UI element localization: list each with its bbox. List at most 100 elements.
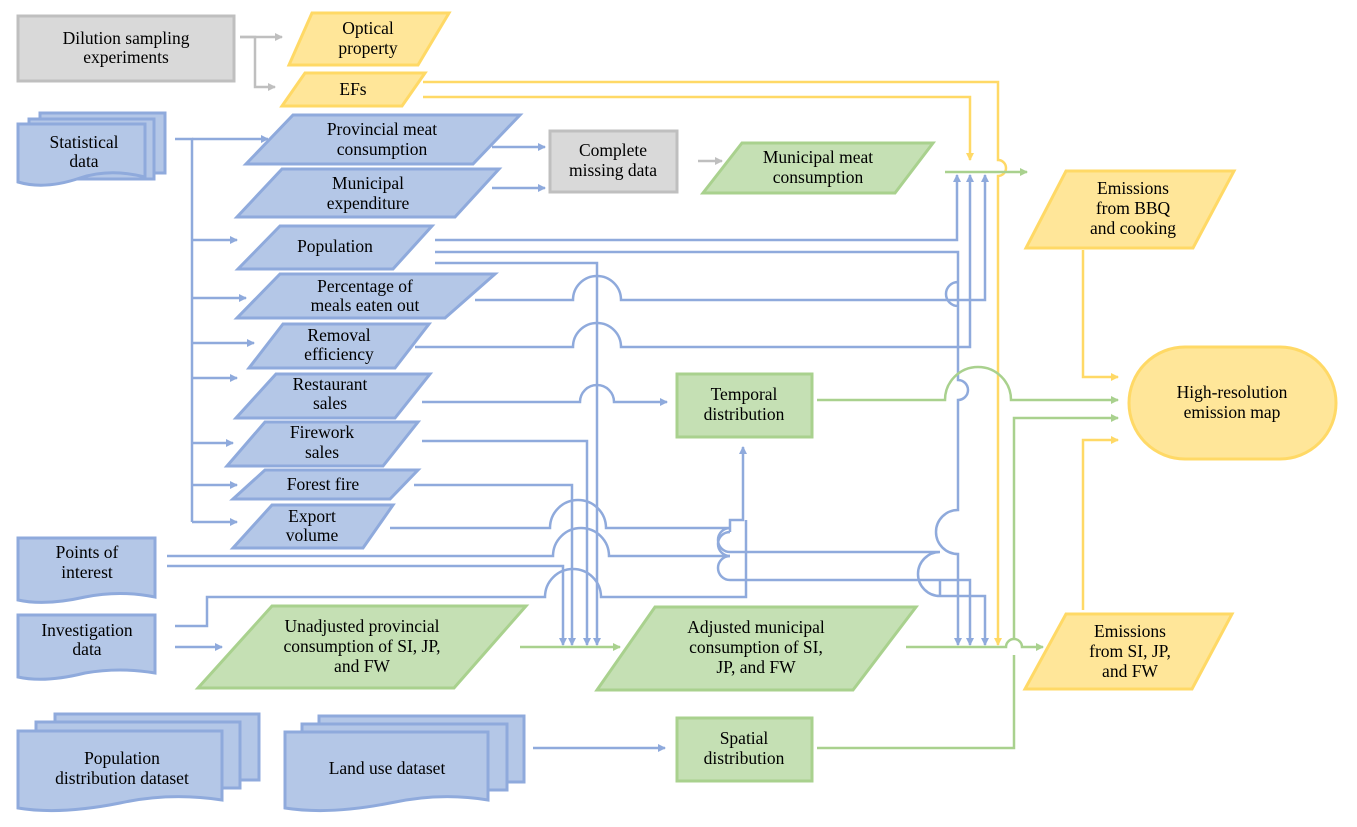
node-spatial-line1: Spatial <box>720 728 769 748</box>
node-complete-line1: Complete <box>579 140 647 160</box>
node-pct-meals: Percentage of meals eaten out <box>233 272 499 320</box>
node-restaurant: Restaurant sales <box>232 372 434 420</box>
connector-pop-adjusted <box>435 250 970 645</box>
node-popdist-line1: Population <box>84 748 160 768</box>
node-adj-line2: consumption of SI, <box>689 637 823 657</box>
node-dilution-line1: Dilution sampling <box>63 28 190 48</box>
node-firework-line1: Firework <box>290 422 354 442</box>
node-unadj: Unadjusted provincial consumption of SI,… <box>194 604 530 690</box>
node-temporal: Temporal distribution <box>675 372 814 439</box>
node-muni-exp-line2: expenditure <box>327 193 410 213</box>
node-optical-line2: property <box>338 38 398 58</box>
node-pct-line1: Percentage of <box>317 276 413 296</box>
node-optical-line1: Optical <box>342 18 394 38</box>
node-spatial-line2: distribution <box>704 748 785 768</box>
node-popdist-line2: distribution dataset <box>55 768 189 788</box>
node-invest-line1: Investigation <box>41 620 133 640</box>
node-map-line2: emission map <box>1184 402 1281 422</box>
node-removal-line1: Removal <box>307 325 370 345</box>
node-complete-missing: Complete missing data <box>548 129 679 194</box>
connector-efs-adjusted <box>423 80 1008 646</box>
connector-invest-temporal <box>175 520 748 628</box>
node-pop-dist: Population distribution dataset <box>16 712 261 813</box>
node-prov-meat-line1: Provincial meat <box>327 119 437 139</box>
node-muni-meat-line1: Municipal meat <box>763 147 873 167</box>
connector-restaurant-temporal <box>422 383 668 406</box>
connector-spatial-map <box>817 418 1118 750</box>
connector-poi-temporal <box>728 446 747 532</box>
node-complete-line2: missing data <box>569 160 657 180</box>
node-muni-exp-line1: Municipal <box>332 173 404 193</box>
connector-si-map <box>1081 436 1119 610</box>
node-forest-fire: Forest fire <box>229 468 422 501</box>
node-unadj-line3: and FW <box>334 656 390 676</box>
node-prov-meat: Provincial meat consumption <box>242 113 524 166</box>
node-pct-line2: meals eaten out <box>311 295 420 315</box>
node-population: Population <box>234 224 436 271</box>
node-investigation: Investigation data <box>16 613 157 681</box>
node-export-line2: volume <box>286 525 339 545</box>
node-optical: Optical property <box>286 11 452 67</box>
node-si-line1: Emissions <box>1094 621 1166 641</box>
node-temporal-line1: Temporal <box>711 384 778 404</box>
node-hires-map: High-resolution emission map <box>1127 345 1338 461</box>
connector-efs-municipal <box>423 95 974 161</box>
node-removal-line2: efficiency <box>304 344 374 364</box>
connectors <box>167 33 1119 752</box>
node-poi: Points of interest <box>16 536 157 604</box>
connector-poi-1 <box>167 526 731 558</box>
node-bbq-line1: Emissions <box>1097 178 1169 198</box>
node-removal: Removal efficiency <box>245 322 433 370</box>
node-emis-si: Emissions from SI, JP, and FW <box>1022 612 1235 691</box>
node-muni-exp: Municipal expenditure <box>233 167 503 219</box>
node-si-line2: from SI, JP, <box>1089 641 1171 661</box>
node-adj-line1: Adjusted municipal <box>687 617 825 637</box>
node-bbq-line2: from BBQ <box>1096 198 1171 218</box>
connector-pop-unadj <box>435 261 601 646</box>
connector-dilution-efs <box>240 35 276 91</box>
node-spatial: Spatial distribution <box>675 716 814 783</box>
node-muni-meat-line2: consumption <box>773 167 864 187</box>
node-efs: EFs <box>279 71 428 108</box>
node-restaurant-line2: sales <box>313 393 347 413</box>
node-export-line1: Export <box>288 506 336 526</box>
node-adj-line3: JP, and FW <box>716 657 796 677</box>
node-prov-meat-line2: consumption <box>337 139 428 159</box>
node-forest-line1: Forest fire <box>287 474 360 494</box>
connector-adj-emis-si <box>906 637 1044 651</box>
node-si-line3: and FW <box>1102 661 1158 681</box>
node-emis-bbq: Emissions from BBQ and cooking <box>1023 169 1237 250</box>
connector-forest-unadj <box>414 483 576 646</box>
connector-pop-muni-meat <box>435 174 961 242</box>
node-land-use: Land use dataset <box>283 714 526 813</box>
connector-statistical-trunk <box>175 137 194 522</box>
node-export: Export volume <box>229 503 396 550</box>
connector-bbq-map <box>1081 250 1119 381</box>
node-statistical-line1: Statistical <box>49 132 118 152</box>
node-dilution-line2: experiments <box>83 47 169 67</box>
node-poi-line2: interest <box>61 562 113 582</box>
node-unadj-line1: Unadjusted provincial <box>284 616 439 636</box>
node-statistical: Statistical data <box>16 111 167 187</box>
node-poi-line1: Points of <box>56 542 119 562</box>
node-restaurant-line1: Restaurant <box>293 374 368 394</box>
node-muni-meat: Municipal meat consumption <box>699 141 937 195</box>
connector-temporal-map <box>817 365 1119 404</box>
node-dilution: Dilution sampling experiments <box>16 14 236 83</box>
connector-removal-muni-meat <box>415 174 974 349</box>
node-map-line1: High-resolution <box>1177 382 1288 402</box>
node-efs-line1: EFs <box>339 79 366 99</box>
node-adj: Adjusted municipal consumption of SI, JP… <box>594 605 920 692</box>
node-population-line1: Population <box>297 236 373 256</box>
node-firework-line2: sales <box>305 442 339 462</box>
connector-pct-muni-meat <box>475 174 989 302</box>
node-invest-line2: data <box>72 639 101 659</box>
connector-poi-adjusted <box>716 554 970 645</box>
connector-firework-unadj <box>422 439 591 646</box>
node-firework: Firework sales <box>223 420 422 468</box>
node-statistical-line2: data <box>69 151 98 171</box>
node-unadj-line2: consumption of SI, JP, <box>283 636 440 656</box>
node-bbq-line3: and cooking <box>1090 218 1176 238</box>
